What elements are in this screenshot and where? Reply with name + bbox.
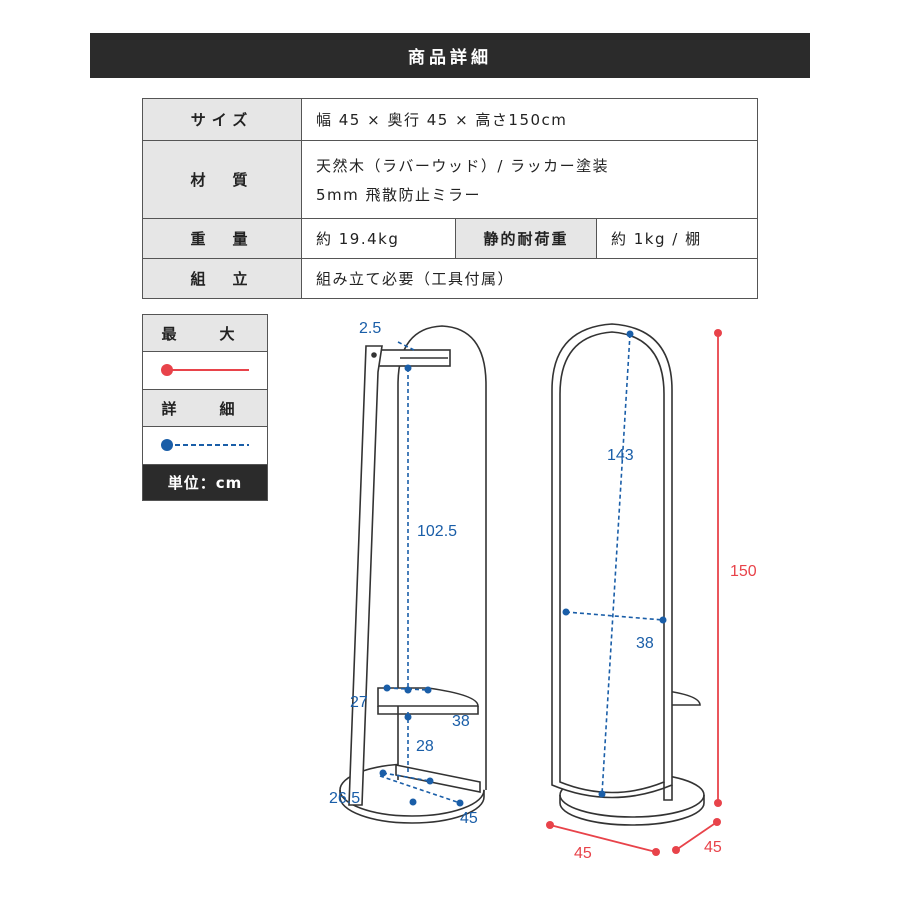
dim-shelf-depth: 27 bbox=[350, 694, 368, 711]
dim-shelf-gap: 28 bbox=[416, 738, 434, 755]
material-label: 材 質 bbox=[142, 140, 302, 219]
material-line-1: 天然木（ラバーウッド）/ ラッカー塗装 bbox=[316, 156, 610, 175]
dim-top-thickness: 2.5 bbox=[359, 320, 381, 337]
spec-row-material: 材 質 天然木（ラバーウッド）/ ラッカー塗装 5mm 飛散防止ミラー bbox=[142, 140, 758, 219]
dimension-legend: 最 大 詳 細 単位：cm bbox=[142, 314, 268, 501]
section-header: 商品詳細 bbox=[90, 33, 810, 78]
legend-detail-label: 詳 細 bbox=[143, 390, 267, 427]
legend-max-line bbox=[143, 352, 267, 390]
dim-mirror-width: 38 bbox=[636, 635, 654, 652]
dim-mirror-height: 143 bbox=[607, 447, 634, 464]
spec-table: サイズ 幅 45 × 奥行 45 × 高さ150cm 材 質 天然木（ラバーウッ… bbox=[142, 98, 758, 299]
spec-row-size: サイズ 幅 45 × 奥行 45 × 高さ150cm bbox=[142, 98, 758, 141]
material-value: 天然木（ラバーウッド）/ ラッカー塗装 5mm 飛散防止ミラー bbox=[301, 140, 758, 219]
mirror-inner bbox=[559, 331, 665, 794]
max-dims bbox=[549, 333, 719, 853]
front-view bbox=[551, 323, 705, 826]
dim-total-width: 45 bbox=[574, 845, 592, 862]
section-title: 商品詳細 bbox=[408, 48, 492, 68]
dim-rack-height: 102.5 bbox=[417, 523, 457, 540]
size-label: サイズ bbox=[142, 98, 302, 141]
front-detail-points bbox=[562, 330, 667, 798]
assembly-value: 組み立て必要（工具付属） bbox=[301, 258, 758, 299]
detail-line-icon bbox=[161, 439, 249, 451]
back-detail-points bbox=[379, 364, 464, 807]
front-detail-dims bbox=[565, 333, 664, 795]
support-leg bbox=[348, 345, 383, 806]
legend-unit-label: 単位：cm bbox=[143, 465, 267, 500]
back-base-side bbox=[339, 790, 485, 824]
dim-shelf-width: 38 bbox=[452, 713, 470, 730]
dim-total-height: 150 bbox=[730, 563, 757, 580]
back-view bbox=[339, 325, 487, 824]
load-label: 静的耐荷重 bbox=[455, 218, 597, 259]
weight-label: 重 量 bbox=[142, 218, 302, 259]
dim-base-depth: 26.5 bbox=[329, 790, 360, 807]
max-line-icon bbox=[161, 364, 249, 376]
weight-value: 約 19.4kg bbox=[301, 218, 456, 259]
back-mirror-frame bbox=[397, 325, 487, 790]
legend-max-label: 最 大 bbox=[143, 315, 267, 352]
dim-base-width-left: 45 bbox=[460, 810, 478, 827]
mirror-outer bbox=[551, 323, 673, 799]
legend-detail-line bbox=[143, 427, 267, 465]
load-value: 約 1kg / 棚 bbox=[596, 218, 758, 259]
spec-row-assembly: 組 立 組み立て必要（工具付属） bbox=[142, 258, 758, 299]
max-points bbox=[546, 329, 722, 856]
dim-total-depth: 45 bbox=[704, 839, 722, 856]
spec-row-weight: 重 量 約 19.4kg 静的耐荷重 約 1kg / 棚 bbox=[142, 218, 758, 259]
assembly-label: 組 立 bbox=[142, 258, 302, 299]
material-line-2: 5mm 飛散防止ミラー bbox=[316, 185, 482, 204]
base-bar bbox=[395, 764, 481, 793]
back-detail-dims bbox=[379, 341, 461, 804]
